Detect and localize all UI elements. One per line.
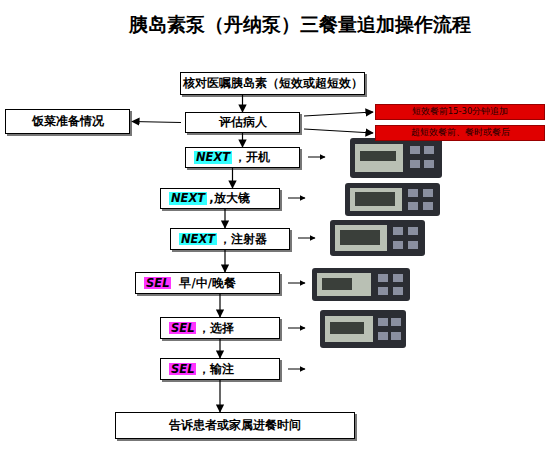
flow-arrow [219, 380, 220, 412]
flow-arrow [224, 209, 225, 228]
node-text: 超短效餐前、餐时或餐后 [411, 128, 510, 137]
flow-arrow [219, 339, 220, 358]
node-text: ，选择 [198, 322, 234, 335]
button-name: SEL [144, 277, 171, 290]
node-text: 评估病人 [219, 116, 267, 129]
node-text: 核对医嘱胰岛素（短效或超短效） [183, 77, 363, 90]
pump-photo [345, 183, 440, 216]
process-box: 核对医嘱胰岛素（短效或超短效） [180, 72, 365, 95]
flow-arrow [232, 168, 233, 188]
flow-arrow [224, 250, 225, 272]
button-name: NEXT [194, 151, 232, 164]
process-box: 告诉患者或家属进餐时间 [115, 412, 355, 439]
process-box: 评估病人 [185, 112, 300, 133]
note-box: 超短效餐前、餐时或餐后 [375, 125, 545, 141]
pointer-arrow [308, 157, 325, 158]
node-text: ,放大镜 [209, 192, 249, 205]
button-name: SEL [169, 363, 196, 376]
node-text: 短效餐前15-30分钟追加 [412, 107, 509, 116]
button-name: NEXT [179, 233, 217, 246]
flow-arrow [304, 112, 373, 116]
node-text: 告诉患者或家属进餐时间 [169, 419, 301, 432]
flow-arrow [132, 122, 181, 123]
node-text: 饭菜准备情况 [32, 115, 104, 128]
node-text: ，输注 [198, 363, 234, 376]
process-box: 饭菜准备情况 [5, 109, 130, 134]
button-name: SEL [169, 322, 196, 335]
pointer-arrow [298, 238, 315, 239]
node-text: ，注射器 [219, 233, 267, 246]
step-box: NEXT,放大镜 [160, 188, 280, 209]
node-text: 早/中/晚餐 [179, 277, 235, 290]
pump-photo [312, 268, 410, 301]
pump-photo [350, 138, 442, 178]
pointer-arrows [288, 157, 325, 369]
flow-arrow [242, 95, 243, 112]
step-box: SEL，输注 [160, 358, 280, 380]
pointer-arrow [288, 198, 305, 199]
pump-photo [330, 220, 425, 256]
pointer-arrow [288, 328, 305, 329]
step-box: SEL，选择 [160, 317, 280, 339]
flow-arrow [242, 133, 243, 147]
step-box: SEL 早/中/晚餐 [135, 272, 280, 294]
note-box: 短效餐前15-30分钟追加 [375, 104, 545, 120]
pointer-arrow [288, 283, 305, 284]
button-name: NEXT [169, 192, 207, 205]
step-box: NEXT，注射器 [170, 228, 290, 250]
step-box: NEXT，开机 [185, 147, 300, 168]
flow-arrow [219, 294, 220, 317]
pump-photo [320, 310, 406, 348]
node-text: ，开机 [234, 151, 270, 164]
pointer-arrow [288, 369, 305, 370]
diagram-title: 胰岛素泵（丹纳泵）三餐量追加操作流程 [40, 12, 555, 38]
flow-arrow [304, 129, 373, 133]
